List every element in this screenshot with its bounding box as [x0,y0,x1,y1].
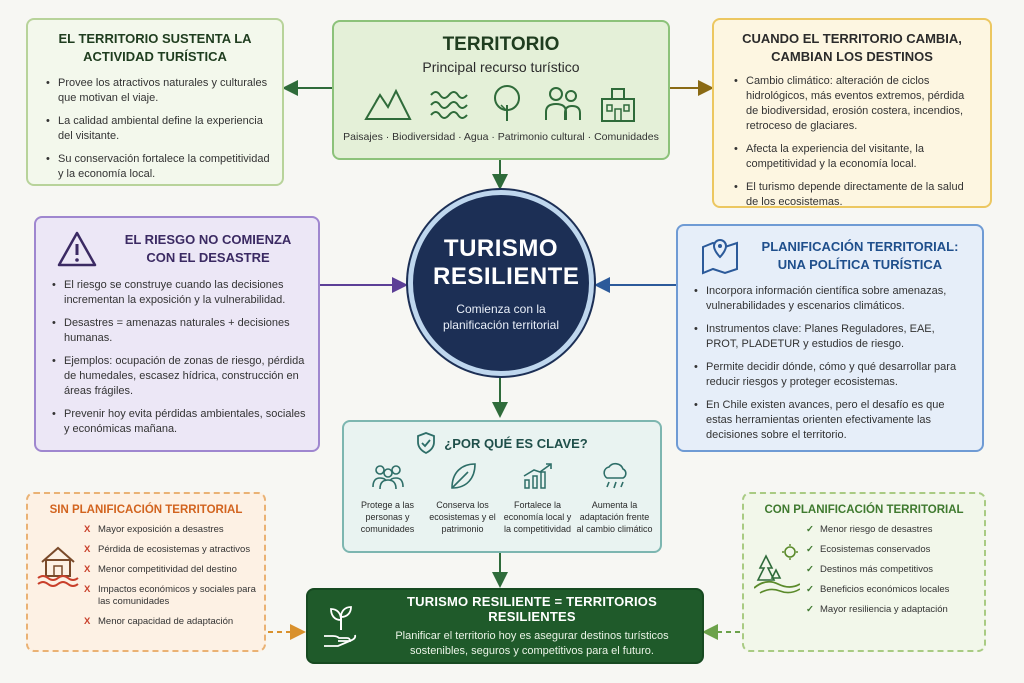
clave-header: ¿POR QUÉ ES CLAVE? [344,432,660,454]
centro-title: TURISMO RESILIENTE [433,235,580,290]
final-box: TURISMO RESILIENTE = TERRITORIOS RESILIE… [306,588,704,664]
list-item: ✓Destinos más competitivos [806,564,933,575]
list-item: El riesgo se construye cuando las decisi… [52,278,306,308]
x-mark-icon: X [84,616,91,627]
riesgo-box: EL RIESGO NO COMIENZA CON EL DESASTRE El… [34,216,320,452]
shield-check-icon [416,432,436,454]
growth-chart-icon [522,462,554,490]
territorio-resources: Paisajes · Biodiversidad · Agua · Patrim… [343,131,659,143]
con-title: CON PLANIFICACIÓN TERRITORIAL [764,504,964,516]
clave-label: Conserva los ecosistemas y el patrimonio [429,500,496,534]
territorio-box: TERRITORIO Principal recurso turístico P… [332,20,670,160]
community-icon [371,462,405,490]
territorio-icon-row [356,83,646,123]
mountain-icon [364,83,412,123]
planificacion-header: PLANIFICACIÓN TERRITORIAL: UNA POLÍTICA … [700,236,970,276]
x-mark-icon: X [84,544,91,555]
list-item: Incorpora información científica sobre a… [694,284,970,314]
tree-icon [487,83,527,123]
list-item: Su conservación fortalece la competitivi… [46,152,270,182]
check-icon: ✓ [806,524,814,535]
list-item: En Chile existen avances, pero el desafí… [694,398,970,443]
final-text: Planificar el territorio hoy es asegurar… [395,629,669,657]
clave-grid: Protege a las personas y comunidades Con… [350,462,654,535]
clave-item: Conserva los ecosistemas y el patrimonio [426,462,500,535]
check-icon: ✓ [806,544,814,555]
sustenta-box: EL TERRITORIO SUSTENTA LA ACTIVIDAD TURÍ… [26,18,284,186]
clave-label: Protege a las personas y comunidades [360,500,415,534]
list-item: Instrumentos clave: Planes Reguladores, … [694,322,970,352]
x-mark-icon: X [84,584,91,595]
leaf-icon [448,462,478,490]
list-item: Cambio climático: alteración de ciclos h… [734,74,978,134]
list-item: Ejemplos: ocupación de zonas de riesgo, … [52,354,306,399]
map-pin-icon [700,236,740,276]
centro-subtitle: Comienza con la planificación territoria… [442,302,560,332]
list-item: ✓Beneficios económicos locales [806,584,950,595]
green-landscape-icon [754,544,800,624]
check-icon: ✓ [806,604,814,615]
sin-title: SIN PLANIFICACIÓN TERRITORIAL [49,504,243,516]
territorio-subtitle: Principal recurso turístico [422,59,580,75]
rain-cloud-icon [599,462,631,490]
list-item: Provee los atractivos naturales y cultur… [46,76,270,106]
clave-item: Aumenta la adaptación frente al cambio c… [576,462,654,535]
hand-sprout-icon [322,604,360,648]
x-mark-icon: X [84,524,91,535]
clave-item: Fortalece la economía local y la competi… [501,462,575,535]
riesgo-header: EL RIESGO NO COMIENZA CON EL DESASTRE [56,230,306,268]
clave-label: Fortalece la economía local y la competi… [503,500,572,534]
con-planificacion-box: CON PLANIFICACIÓN TERRITORIAL ✓Menor rie… [742,492,986,652]
clave-title: ¿POR QUÉ ES CLAVE? [444,435,588,451]
clave-item: Protege a las personas y comunidades [351,462,425,535]
list-item: La calidad ambiental define la experienc… [46,114,270,144]
turismo-resiliente-circle: TURISMO RESILIENTE Comienza con la plani… [408,190,594,376]
final-title: TURISMO RESILIENTE = TERRITORIOS RESILIE… [407,593,657,624]
riesgo-title: EL RIESGO NO COMIENZA CON EL DESASTRE [124,232,292,265]
planificacion-box: PLANIFICACIÓN TERRITORIAL: UNA POLÍTICA … [676,224,984,452]
list-item: Prevenir hoy evita pérdidas ambientales,… [52,407,306,437]
heritage-building-icon [598,83,638,123]
list-item: ✓Ecosistemas conservados [806,544,931,555]
x-mark-icon: X [84,564,91,575]
territorio-title: TERRITORIO [442,34,560,55]
list-item: Desastres = amenazas naturales + decisio… [52,316,306,346]
clave-box: ¿POR QUÉ ES CLAVE? Protege a las persona… [342,420,662,553]
warning-icon [56,230,98,268]
planificacion-title: PLANIFICACIÓN TERRITORIAL: UNA POLÍTICA … [761,239,959,272]
check-icon: ✓ [806,564,814,575]
cambia-box: CUANDO EL TERRITORIO CAMBIA, CAMBIAN LOS… [712,18,992,208]
sustenta-list: Provee los atractivos naturales y cultur… [46,76,270,182]
list-item: ✓Mayor resiliencia y adaptación [806,604,948,615]
list-item: Afecta la experiencia del visitante, la … [734,142,978,172]
riesgo-list: El riesgo se construye cuando las decisi… [52,278,306,437]
water-icon [427,83,471,123]
planificacion-list: Incorpora información científica sobre a… [694,284,970,443]
cambia-list: Cambio climático: alteración de ciclos h… [734,74,978,210]
check-icon: ✓ [806,584,814,595]
list-item: El turismo depende directamente de la sa… [734,180,978,210]
list-item: Permite decidir dónde, cómo y qué desarr… [694,360,970,390]
sustenta-title: EL TERRITORIO SUSTENTA LA ACTIVIDAD TURÍ… [58,31,252,64]
con-list: ✓Menor riesgo de desastres ✓Ecosistemas … [806,524,976,624]
flooded-house-icon [36,540,80,636]
cambia-title: CUANDO EL TERRITORIO CAMBIA, CAMBIAN LOS… [742,31,962,64]
list-item: ✓Menor riesgo de desastres [806,524,933,535]
clave-label: Aumenta la adaptación frente al cambio c… [576,500,653,534]
people-icon [543,83,583,123]
